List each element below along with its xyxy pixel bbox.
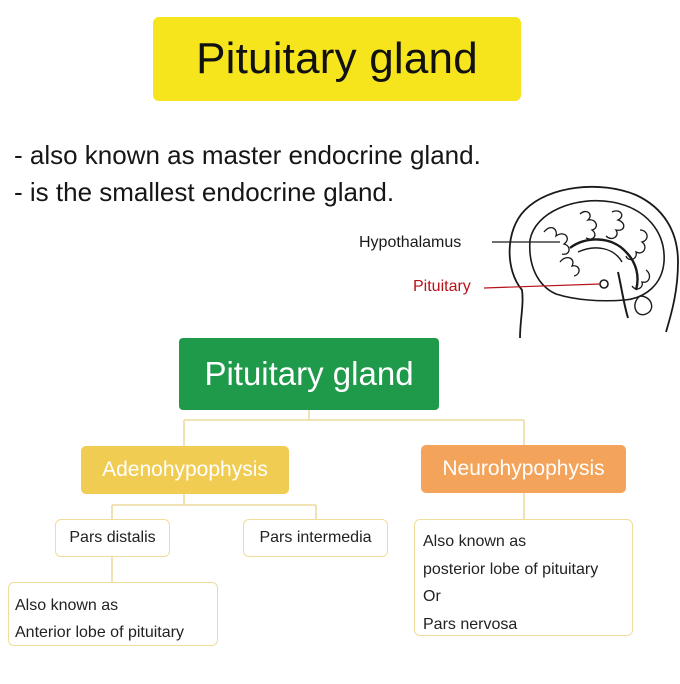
- note-anterior-lobe: Also known as Anterior lobe of pituitary: [8, 582, 218, 646]
- node-neurohypophysis: Neurohypophysis: [421, 445, 626, 493]
- title-banner: Pituitary gland: [153, 17, 521, 101]
- note-line: Anterior lobe of pituitary: [15, 624, 184, 641]
- tree-root-pituitary-gland: Pituitary gland: [179, 338, 439, 410]
- note-line: posterior lobe of pituitary: [423, 560, 599, 578]
- node-pars-intermedia: Pars intermedia: [243, 519, 388, 557]
- node-pars-distalis: Pars distalis: [55, 519, 170, 557]
- node-adenohypophysis: Adenohypophysis: [81, 446, 289, 494]
- fact-master-gland: - also known as master endocrine gland.: [14, 140, 481, 170]
- fact-smallest-gland: - is the smallest endocrine gland.: [14, 177, 395, 207]
- note-line: Pars nervosa: [423, 615, 518, 633]
- note-line: Also known as: [423, 533, 527, 550]
- brain-illustration: [508, 185, 679, 339]
- label-pituitary: Pituitary: [413, 278, 471, 295]
- note-posterior-lobe: Also known as posterior lobe of pituitar…: [414, 519, 633, 636]
- label-hypothalamus: Hypothalamus: [359, 234, 462, 251]
- note-line: Also known as: [15, 597, 119, 614]
- note-line: Or: [423, 588, 441, 605]
- page-title: Pituitary gland: [196, 34, 478, 83]
